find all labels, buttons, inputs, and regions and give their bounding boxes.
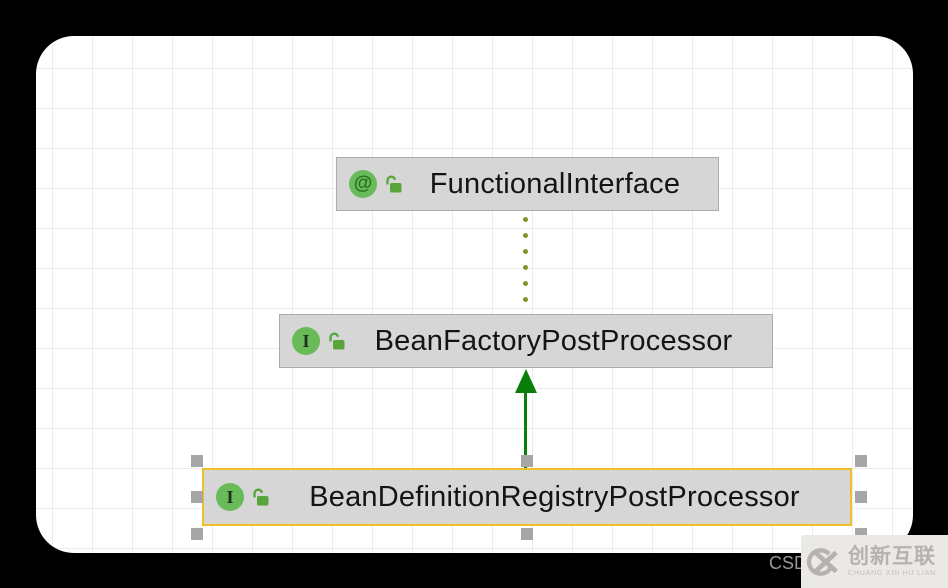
selection-handle-bottom-left[interactable] [191, 528, 203, 540]
dotted-edge-dot [523, 281, 528, 286]
unlock-icon [386, 175, 402, 193]
node-icons: I [292, 327, 347, 355]
annotation-badge-glyph: @ [353, 173, 373, 194]
node-label: BeanFactoryPostProcessor [374, 324, 733, 357]
node-icons: @ [349, 170, 404, 198]
brand-name: 创新互联 [848, 545, 936, 568]
interface-badge-glyph: I [302, 330, 310, 351]
dotted-edge-dot [523, 217, 528, 222]
node-label: BeanDefinitionRegistryPostProcessor [309, 480, 800, 513]
brand-subtitle: CHUANG XIN HU LIAN [848, 570, 936, 577]
interface-icon: I [292, 327, 320, 355]
brand-text-block: 创新互联 CHUANG XIN HU LIAN [848, 546, 936, 577]
diagram-canvas[interactable]: @ FunctionalInterface I BeanFactor [36, 36, 913, 553]
uml-node-functional-interface[interactable]: @ FunctionalInterface [336, 157, 719, 211]
annotation-type-icon: @ [349, 170, 377, 198]
dotted-edge-dot [523, 265, 528, 270]
selection-handle-top-center[interactable] [521, 455, 533, 467]
dotted-edge-dot [523, 233, 528, 238]
inheritance-edge-line [524, 391, 527, 468]
selection-handle-mid-right[interactable] [855, 491, 867, 503]
dotted-edge-dot [523, 249, 528, 254]
selection-handle-top-right[interactable] [855, 455, 867, 467]
inheritance-arrowhead-icon [515, 369, 537, 393]
brand-logo-icon [806, 547, 838, 576]
interface-badge-glyph: I [226, 486, 234, 507]
unlock-icon [329, 332, 345, 350]
selection-handle-mid-left[interactable] [191, 491, 203, 503]
brand-watermark: 创新互联 CHUANG XIN HU LIAN [801, 535, 948, 588]
uml-node-bean-factory-post-processor[interactable]: I BeanFactoryPostProcessor [279, 314, 773, 368]
node-label: FunctionalInterface [429, 167, 681, 200]
selection-handle-bottom-center[interactable] [521, 528, 533, 540]
selection-handle-top-left[interactable] [191, 455, 203, 467]
csdn-watermark-text: CSD [769, 553, 808, 573]
node-icons: I [216, 483, 271, 511]
dotted-edge-dot [523, 297, 528, 302]
interface-icon: I [216, 483, 244, 511]
uml-node-bean-definition-registry-post-processor[interactable]: I BeanDefinitionRegistryPostProcessor [202, 468, 852, 526]
unlock-icon [253, 488, 269, 506]
